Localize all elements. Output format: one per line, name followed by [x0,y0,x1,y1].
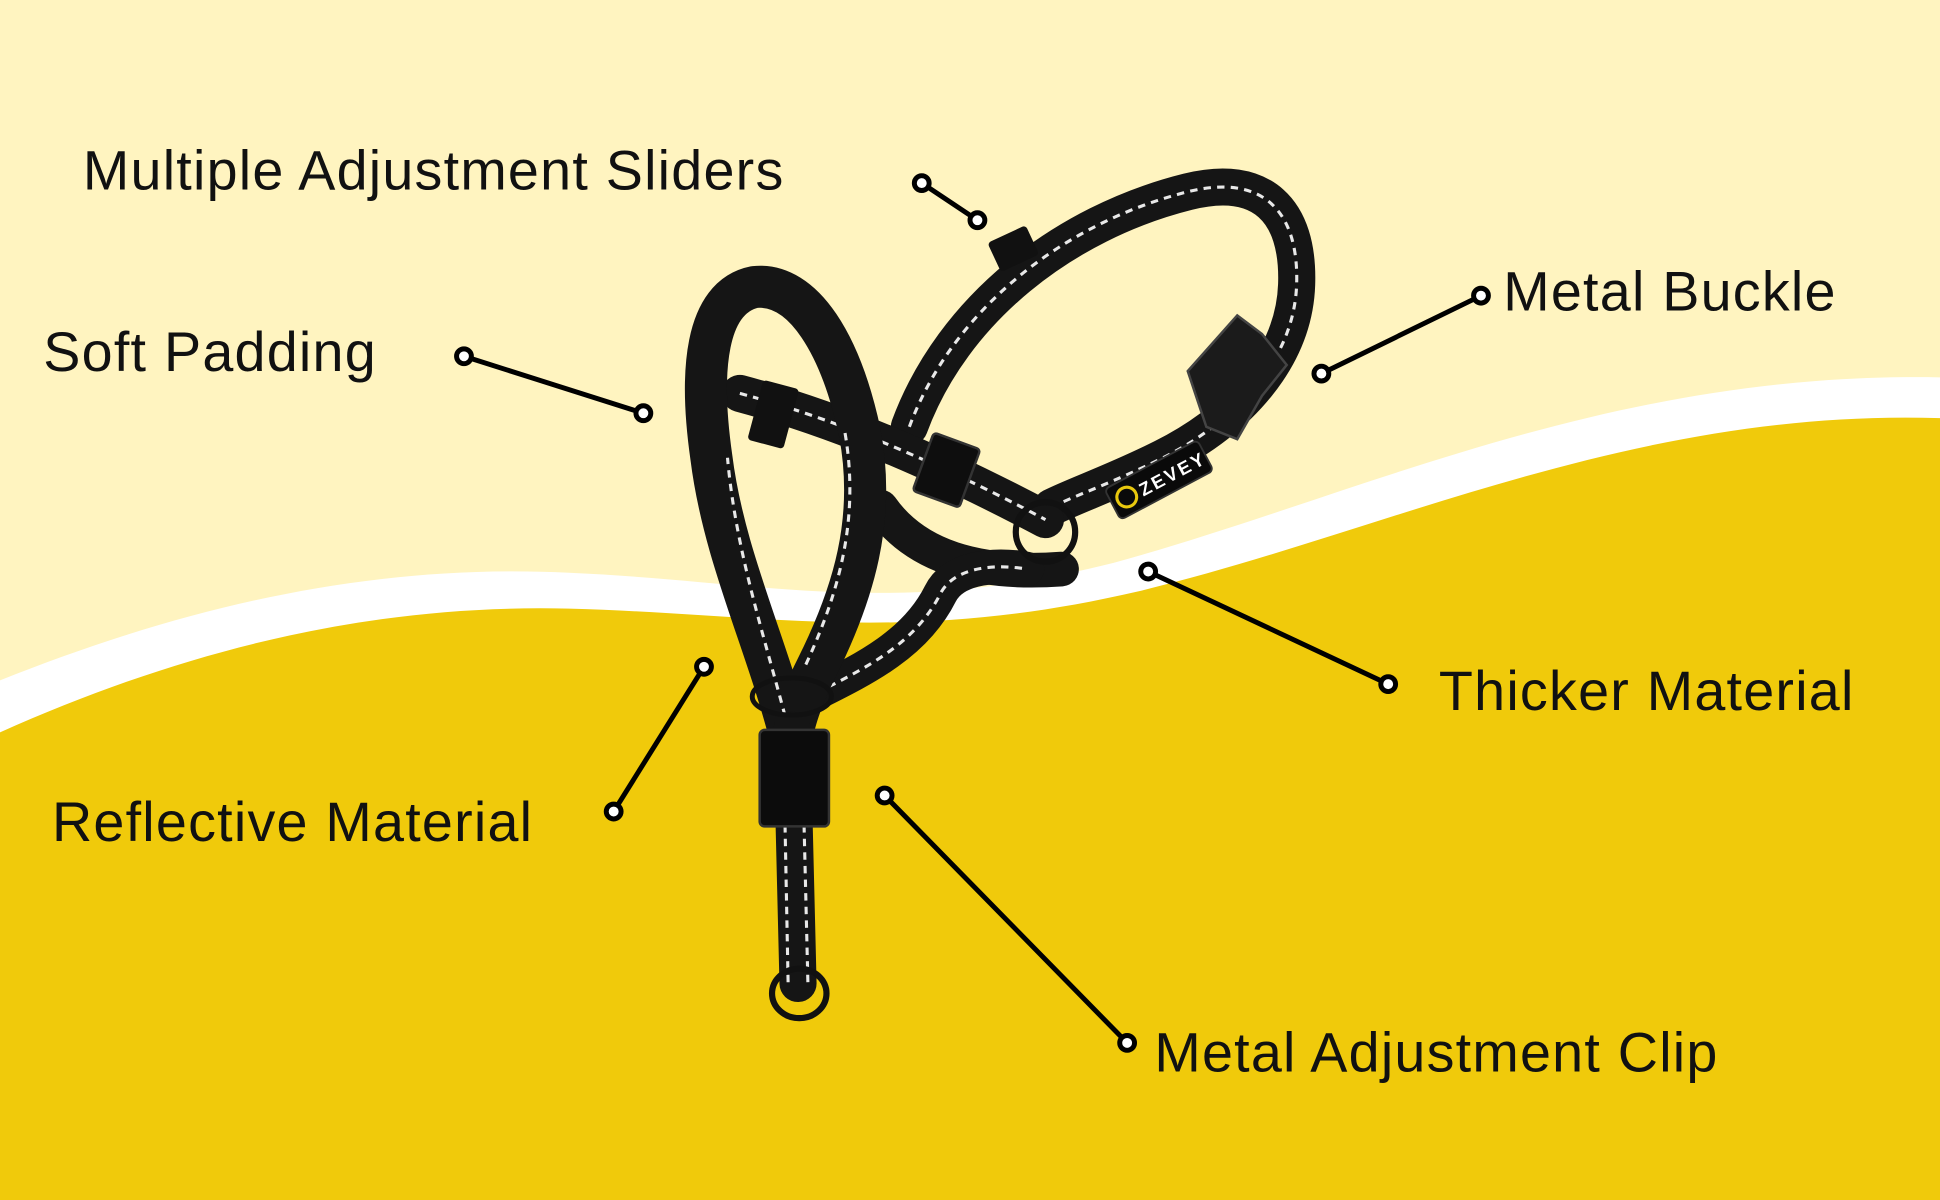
callout-dot [1138,561,1159,582]
callout-label: Metal Buckle [1503,261,1836,323]
yellow-wave [0,417,1940,1200]
callout-label: Thicker Material [1439,660,1855,722]
leader-line [463,353,645,416]
callout-dot [874,785,895,806]
slider [988,226,1038,271]
callout-dot [911,173,932,193]
callout-label: Metal Adjustment Clip [1154,1021,1718,1083]
slider [912,432,981,508]
callout-dot [454,346,474,367]
callout-reflective-material: Reflective Material [52,656,714,853]
slider [748,380,799,449]
callout-dot [633,403,654,424]
d-ring [768,965,830,1022]
o-ring [1012,499,1079,565]
callout-soft-padding: Soft Padding [43,321,654,424]
leader-line [1147,569,1390,687]
callout-dot [1311,363,1332,384]
leader-line [882,793,1129,1045]
callout-dot [694,656,714,677]
callout-dot [967,210,988,231]
metal-adjustment-clip [758,728,831,828]
leader-line [1320,293,1483,376]
callout-label: Multiple Adjustment Sliders [83,139,785,201]
callout-metal-buckle: Metal Buckle [1311,261,1836,384]
head-halter-harness: ZEVEY [684,168,1316,1022]
callout-multiple-adjustment-sliders: Multiple Adjustment Sliders [83,139,988,231]
callout-dot [1117,1032,1138,1053]
callout-dot [603,801,624,822]
brand-patch: ZEVEY [1105,440,1213,520]
leader-line [920,181,979,223]
callout-label: Soft Padding [43,321,377,383]
callout-dot [1378,674,1399,695]
callout-label: Reflective Material [52,791,533,853]
leader-line [611,665,707,813]
o-ring [749,675,834,718]
callout-metal-adjustment-clip: Metal Adjustment Clip [874,785,1718,1083]
metal-buckle [1186,313,1289,441]
callout-thicker-material: Thicker Material [1138,561,1855,722]
callout-dot [1471,285,1491,306]
